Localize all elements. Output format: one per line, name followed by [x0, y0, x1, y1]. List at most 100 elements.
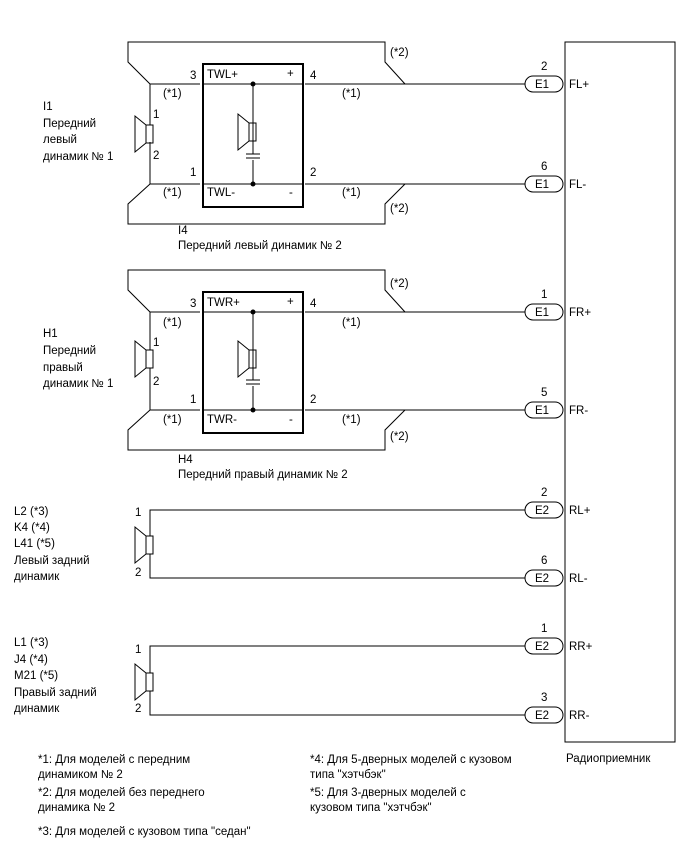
- front-right-speaker-icon: [134, 339, 154, 379]
- front-right-spk2-code: H4: [178, 454, 193, 466]
- front-right-spk1-name-2: правый: [43, 362, 83, 374]
- svg-text:1: 1: [541, 623, 547, 635]
- radio-receiver-label: Радиоприемник: [566, 753, 651, 765]
- rear-left-group: L2 (*3) K4 (*4) L41 (*5) Левый задний ди…: [14, 487, 591, 587]
- svg-text:FL-: FL-: [569, 179, 586, 191]
- front-left-note-1b: (*1): [342, 88, 361, 100]
- footnote-1-line-1: *1: Для моделей с передним: [38, 754, 190, 766]
- rear-left-name-1: Левый задний: [14, 555, 90, 567]
- rear-right-name-2: динамик: [14, 703, 60, 715]
- front-right-note-1b: (*1): [342, 317, 361, 329]
- front-left-spk-pin-1: 1: [153, 109, 159, 121]
- front-right-spk1-name-1: Передний: [43, 345, 96, 357]
- svg-text:RR-: RR-: [569, 710, 590, 722]
- footnote-2-line-2: динамика № 2: [38, 802, 115, 814]
- rear-right-speaker-icon: [134, 662, 154, 702]
- connector-fr-plus: 1 E1 FR+: [524, 289, 591, 321]
- front-right-spk-pin-2: 2: [153, 376, 159, 388]
- rear-left-spk-pin-2: 2: [135, 567, 141, 579]
- front-left-note-2a: (*2): [390, 47, 409, 59]
- front-left-spk2-code: I4: [178, 225, 188, 237]
- front-left-pin-4: 4: [310, 70, 317, 82]
- front-right-box-plus-sign: +: [287, 296, 294, 308]
- rear-left-name-2: динамик: [14, 571, 60, 583]
- front-left-spk1-name-2: левый: [43, 134, 77, 146]
- connector-rr-minus: 3 E2 RR-: [524, 692, 590, 724]
- front-left-pin-2: 2: [310, 167, 316, 179]
- front-right-note-1d: (*1): [342, 414, 361, 426]
- connector-rl-plus: 2 E2 RL+: [524, 487, 591, 519]
- front-right-note-1a: (*1): [163, 317, 182, 329]
- rear-right-code-2: J4 (*4): [14, 654, 48, 666]
- svg-text:E1: E1: [535, 307, 549, 319]
- rear-right-spk-pin-1: 1: [135, 644, 141, 656]
- connector-fr-minus: 5 E1 FR-: [524, 387, 588, 419]
- rear-right-group: L1 (*3) J4 (*4) M21 (*5) Правый задний д…: [14, 623, 593, 724]
- svg-text:FR-: FR-: [569, 405, 588, 417]
- rear-left-spk-pin-1: 1: [135, 507, 141, 519]
- rear-left-speaker-icon: [134, 525, 154, 565]
- front-left-spk2-name: Передний левый динамик № 2: [178, 240, 342, 252]
- svg-text:E2: E2: [535, 641, 549, 653]
- rear-right-code-1: L1 (*3): [14, 637, 49, 649]
- front-right-pin-4: 4: [310, 298, 317, 310]
- front-right-group: H1 Передний правый динамик № 1 1 2 3 4 1…: [43, 269, 591, 481]
- rear-left-code-3: L41 (*5): [14, 538, 55, 550]
- front-left-box-minus-sign: -: [289, 187, 293, 199]
- front-left-spk-pin-2: 2: [153, 150, 159, 162]
- front-left-tweeter-box: [202, 63, 304, 208]
- connector-fl-minus: 6 E1 FL-: [524, 161, 586, 193]
- svg-text:E1: E1: [535, 79, 549, 91]
- svg-text:E1: E1: [535, 405, 549, 417]
- front-right-spk-pin-1: 1: [153, 337, 159, 349]
- footnote-5-line-2: кузовом типа "хэтчбэк": [310, 802, 432, 814]
- svg-text:3: 3: [541, 692, 547, 704]
- front-right-tweeter-box: [202, 291, 304, 434]
- svg-text:6: 6: [541, 161, 547, 173]
- front-right-spk1-name-3: динамик № 1: [43, 378, 113, 390]
- svg-text:FR+: FR+: [569, 307, 591, 319]
- front-left-box-plus-sign: +: [287, 68, 294, 80]
- footnote-5-line-1: *5: Для 3-дверных моделей с: [310, 787, 466, 799]
- front-right-box-plus-label: TWR+: [207, 297, 240, 309]
- front-right-spk2-name: Передний правый динамик № 2: [178, 469, 348, 481]
- footnotes: *1: Для моделей с передним динамиком № 2…: [38, 754, 512, 838]
- front-right-tweeter-icon: [237, 339, 257, 379]
- svg-text:E2: E2: [535, 710, 549, 722]
- front-left-box-minus-label: TWL-: [207, 187, 235, 199]
- svg-text:6: 6: [541, 555, 547, 567]
- front-left-pin-1: 1: [190, 167, 196, 179]
- svg-text:FL+: FL+: [569, 79, 589, 91]
- radio-receiver-box: [564, 41, 676, 743]
- rear-left-code-1: L2 (*3): [14, 506, 49, 518]
- rear-right-code-3: M21 (*5): [14, 670, 58, 682]
- front-right-box-minus-label: TWR-: [207, 414, 237, 426]
- front-right-pin-1: 1: [190, 394, 196, 406]
- front-right-note-1c: (*1): [163, 414, 182, 426]
- svg-text:5: 5: [541, 387, 547, 399]
- front-left-pin-3: 3: [190, 70, 196, 82]
- front-left-note-1d: (*1): [342, 187, 361, 199]
- front-right-note-2b: (*2): [390, 431, 409, 443]
- front-right-note-2a: (*2): [390, 278, 409, 290]
- svg-text:E2: E2: [535, 573, 549, 585]
- svg-text:RL+: RL+: [569, 505, 591, 517]
- svg-text:RR+: RR+: [569, 641, 593, 653]
- rear-right-spk-pin-2: 2: [135, 703, 141, 715]
- rear-right-name-1: Правый задний: [14, 687, 97, 699]
- footnote-4-line-1: *4: Для 5-дверных моделей с кузовом: [310, 754, 512, 766]
- front-left-speaker-icon: [134, 114, 154, 154]
- front-right-pin-3: 3: [190, 298, 196, 310]
- svg-text:2: 2: [541, 61, 547, 73]
- front-left-note-1c: (*1): [163, 187, 182, 199]
- rear-left-code-2: K4 (*4): [14, 522, 50, 534]
- front-left-group: I1 Передний левый динамик № 1 1 2 3 4 1 …: [43, 41, 589, 252]
- svg-text:2: 2: [541, 487, 547, 499]
- front-right-box-minus-sign: -: [289, 414, 293, 426]
- connector-fl-plus: 2 E1 FL+: [524, 61, 589, 93]
- front-right-pin-2: 2: [310, 394, 316, 406]
- svg-text:RL-: RL-: [569, 573, 588, 585]
- footnote-4-line-2: типа "хэтчбэк": [310, 769, 386, 781]
- connector-rr-plus: 1 E2 RR+: [524, 623, 593, 655]
